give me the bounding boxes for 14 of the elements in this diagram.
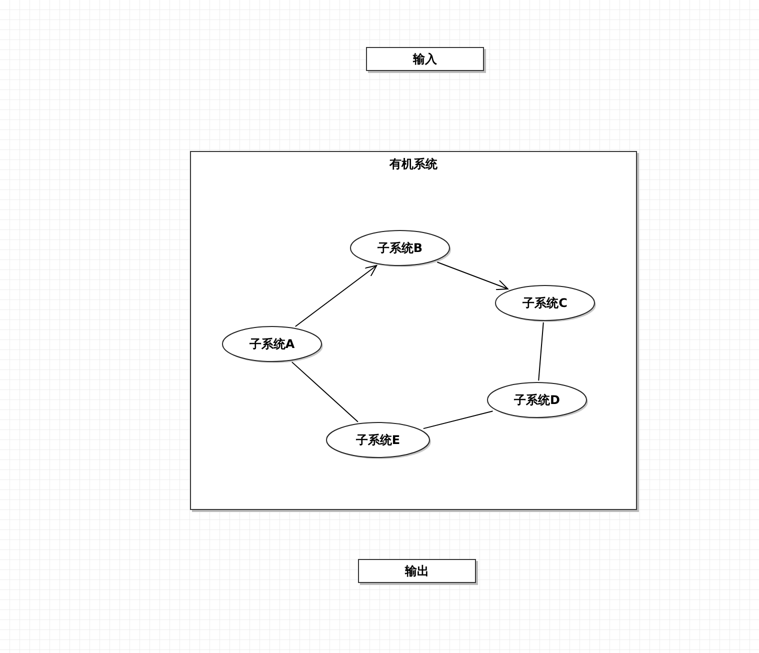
connector-line (422, 410, 494, 430)
subsystem-ellipse: 子系统A (222, 326, 322, 362)
io-box: 输出 (358, 559, 476, 583)
box-title: 有机系统 (390, 156, 438, 173)
arrow (294, 265, 378, 327)
system-box (190, 151, 637, 510)
subsystem-ellipse: 子系统C (495, 285, 595, 321)
io-box: 输入 (366, 47, 484, 71)
subsystem-ellipse: 子系统B (350, 230, 450, 266)
connector-line (538, 322, 544, 382)
subsystem-ellipse: 子系统E (326, 422, 430, 458)
arrow (436, 262, 508, 290)
connector-line (291, 362, 358, 422)
subsystem-ellipse: 子系统D (487, 382, 587, 418)
